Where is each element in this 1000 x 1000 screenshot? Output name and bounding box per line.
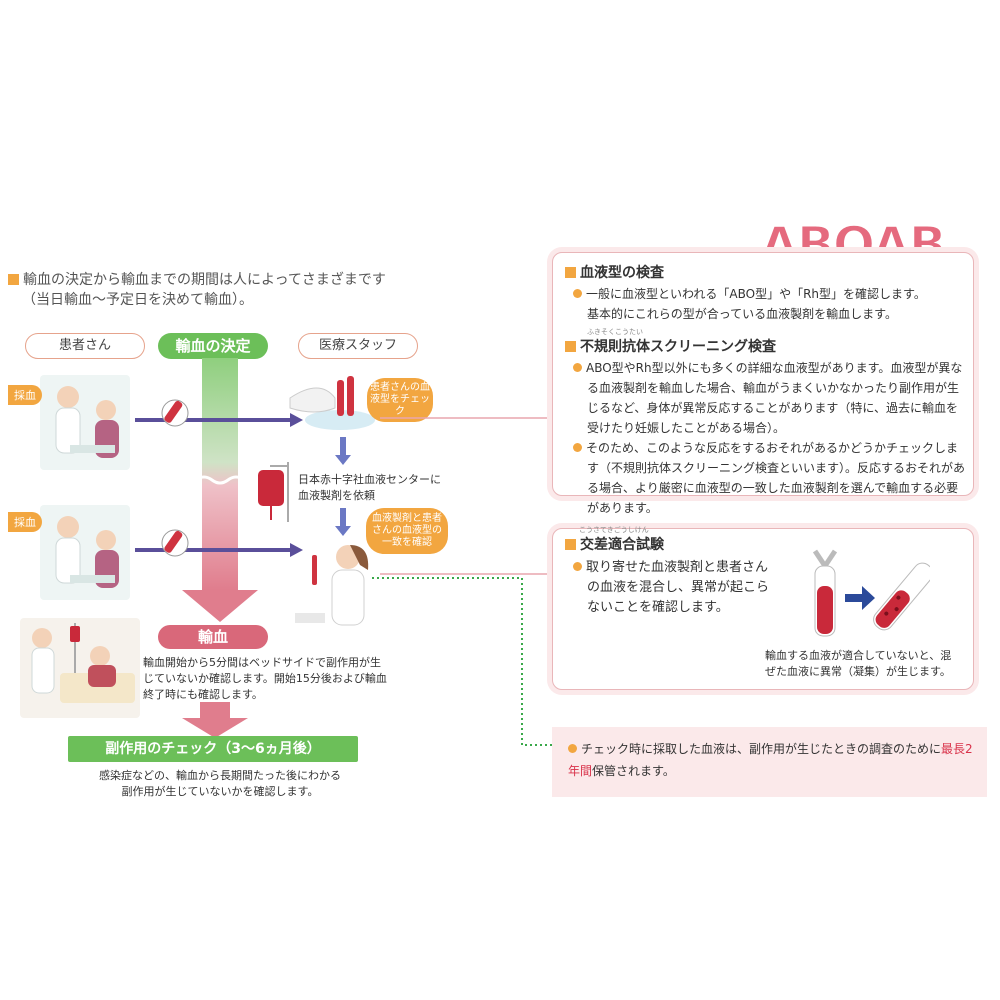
cross-match-heading: 交差適合試験 xyxy=(580,537,664,553)
blood-type-test-heading: 血液型の検査 xyxy=(580,265,664,281)
blood-draw-tag-2: 採血 xyxy=(8,512,42,532)
panel1-item3: そのため、このような反応をするおそれがあるかどうかチェックします（不規則抗体スク… xyxy=(586,441,966,515)
bullet-square-icon xyxy=(565,267,576,278)
panel1-item1: 一般に血液型といわれる「ABO型」や「Rh型」を確認します。 xyxy=(586,287,926,301)
panel1-item2: ABO型やRh型以外にも多くの詳細な血液型があります。血液型が異なる血液製剤を輸… xyxy=(586,361,963,435)
bullet-dot-icon xyxy=(573,363,582,372)
intro-text: 輸血の決定から輸血までの期間は人によってさまざまです （当日輸血〜予定日を決めて… xyxy=(8,270,428,310)
bullet-square-icon xyxy=(565,539,576,550)
down-arrow-large xyxy=(182,702,248,738)
lab-staff-illustration xyxy=(290,535,380,630)
intro-line1: 輸血の決定から輸血までの期間は人によってさまざまです xyxy=(23,272,386,288)
panel1-item1-cont: 基本的にこれらの型が合っている血液製剤を輸血します。 xyxy=(587,307,897,321)
bullet-dot-icon xyxy=(573,443,582,452)
storage-text-after: 保管されます。 xyxy=(592,764,675,778)
cross-match-ruby: こうさてきごうしけん xyxy=(579,526,649,534)
transfusion-note: 輸血開始から5分間はベッドサイドで副作用が生じていないか確認します。開始15分後… xyxy=(143,656,387,701)
blood-draw-illustration-2 xyxy=(40,505,130,600)
screening-ruby: ふきそくこうたい xyxy=(587,328,643,336)
screening-heading: 不規則抗体スクリーニング検査 xyxy=(580,339,776,355)
blood-type-check-bubble: 患者さんの血液型をチェック xyxy=(367,378,433,422)
storage-text-before: チェック時に採取した血液は、副作用が生じたときの調査のために xyxy=(581,742,942,756)
storage-note-box xyxy=(552,727,987,797)
storage-note: チェック時に採取した血液は、副作用が生じたときの調査のために最長2年間保管されま… xyxy=(568,738,978,782)
sample-arrow-2 xyxy=(135,529,303,557)
bedside-illustration xyxy=(20,618,140,718)
bullet-square-icon xyxy=(565,341,576,352)
transfusion-label: 輸血 xyxy=(158,625,268,649)
agglutination-caption: 輸血する血液が適合していないと、混ぜた血液に異常（凝集）が生じます。 xyxy=(765,649,952,678)
down-arrow-small xyxy=(335,437,351,465)
intro-line2: （当日輸血〜予定日を決めて輸血）。 xyxy=(22,292,253,308)
cross-match-text: 取り寄せた血液製剤と患者さんの血液を混合し、異常が起こらないことを確認します。 xyxy=(586,560,770,615)
panel2-content: こうさてきごうしけん 交差適合試験 取り寄せた血液製剤と患者さんの血液を混合し、… xyxy=(565,526,770,618)
side-effect-note: 感染症などの、輸血から長期間たった後にわかる副作用が生じていないかを確認します。 xyxy=(99,769,341,798)
bullet-dot-icon xyxy=(573,289,582,298)
patient-column-label: 患者さん xyxy=(25,333,145,359)
blood-draw-illustration-1 xyxy=(40,375,130,470)
blood-match-bubble: 血液製剤と患者さんの血液型の一致を確認 xyxy=(366,508,448,554)
red-cross-request-text: 日本赤十字社血液センターに血液製剤を依頼 xyxy=(298,473,441,502)
sample-arrow-1 xyxy=(135,399,303,427)
bullet-dot-icon xyxy=(573,562,582,571)
blood-type-test-panel xyxy=(552,252,974,496)
down-arrow-small-2 xyxy=(335,508,351,536)
staff-column-label: 医療スタッフ xyxy=(298,333,418,359)
panel1-content: 血液型の検査 一般に血液型といわれる「ABO型」や「Rh型」を確認します。 基本… xyxy=(565,262,965,518)
storage-highlight: 最長2年間 xyxy=(568,742,973,778)
bullet-square-icon xyxy=(8,274,19,285)
agglutination-illustration xyxy=(790,536,934,646)
bullet-dot-icon xyxy=(568,744,577,753)
blood-bag-illustration xyxy=(250,462,295,522)
side-effect-check-label: 副作用のチェック（3〜6ヵ月後） xyxy=(68,736,358,762)
blood-type-check-illustration xyxy=(285,368,380,433)
decision-label: 輸血の決定 xyxy=(158,333,268,359)
blood-draw-tag-1: 採血 xyxy=(8,385,42,405)
